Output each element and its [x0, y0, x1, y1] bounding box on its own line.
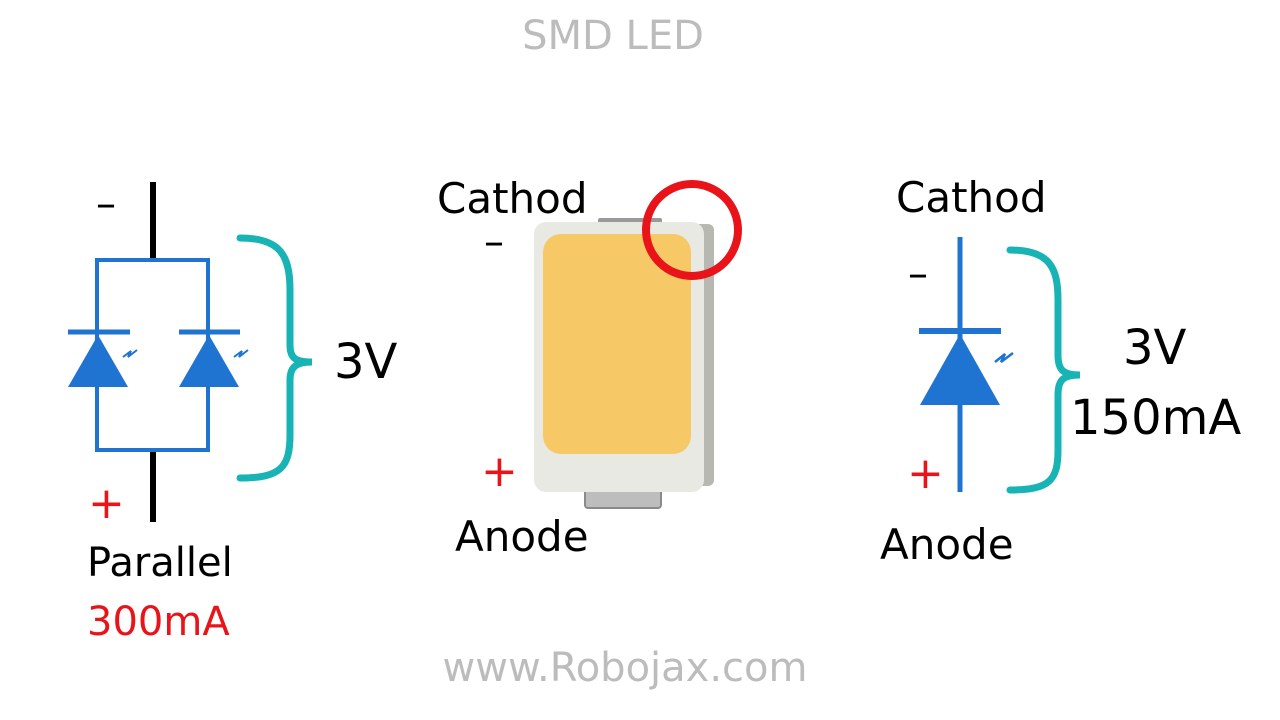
- current-label: 300mA: [87, 599, 230, 645]
- mode-label: Parallel: [87, 540, 233, 586]
- anode-label: Anode: [455, 512, 589, 561]
- voltage-bracket: [1006, 246, 1081, 494]
- voltage-label: 3V: [334, 334, 398, 390]
- positive-sign: +: [907, 448, 944, 499]
- negative-sign: –: [908, 251, 928, 297]
- single-led-circuit: [919, 237, 1081, 494]
- led-phosphor: [543, 234, 691, 454]
- current-label: 150mA: [1070, 390, 1242, 446]
- parallel-led-circuit: [68, 182, 313, 522]
- cathode-label: Cathod: [896, 173, 1047, 222]
- led-symbol-icon: [68, 329, 138, 387]
- negative-sign: –: [96, 181, 116, 227]
- cathode-label: Cathod: [437, 174, 588, 223]
- page-title: SMD LED: [522, 13, 704, 59]
- negative-sign: –: [484, 219, 504, 265]
- parallel-wire-loop: [95, 258, 210, 452]
- smd-led-photo: [534, 180, 742, 509]
- anode-label: Anode: [880, 520, 1014, 569]
- cathode-mark-circle: [642, 180, 742, 280]
- positive-sign: +: [88, 478, 125, 529]
- led-symbol-icon: [179, 329, 249, 387]
- led-symbol-icon: [919, 328, 1014, 405]
- voltage-bracket: [236, 234, 313, 482]
- voltage-label: 3V: [1123, 320, 1187, 376]
- website-footer: www.Robojax.com: [442, 645, 808, 691]
- positive-sign: +: [481, 446, 518, 497]
